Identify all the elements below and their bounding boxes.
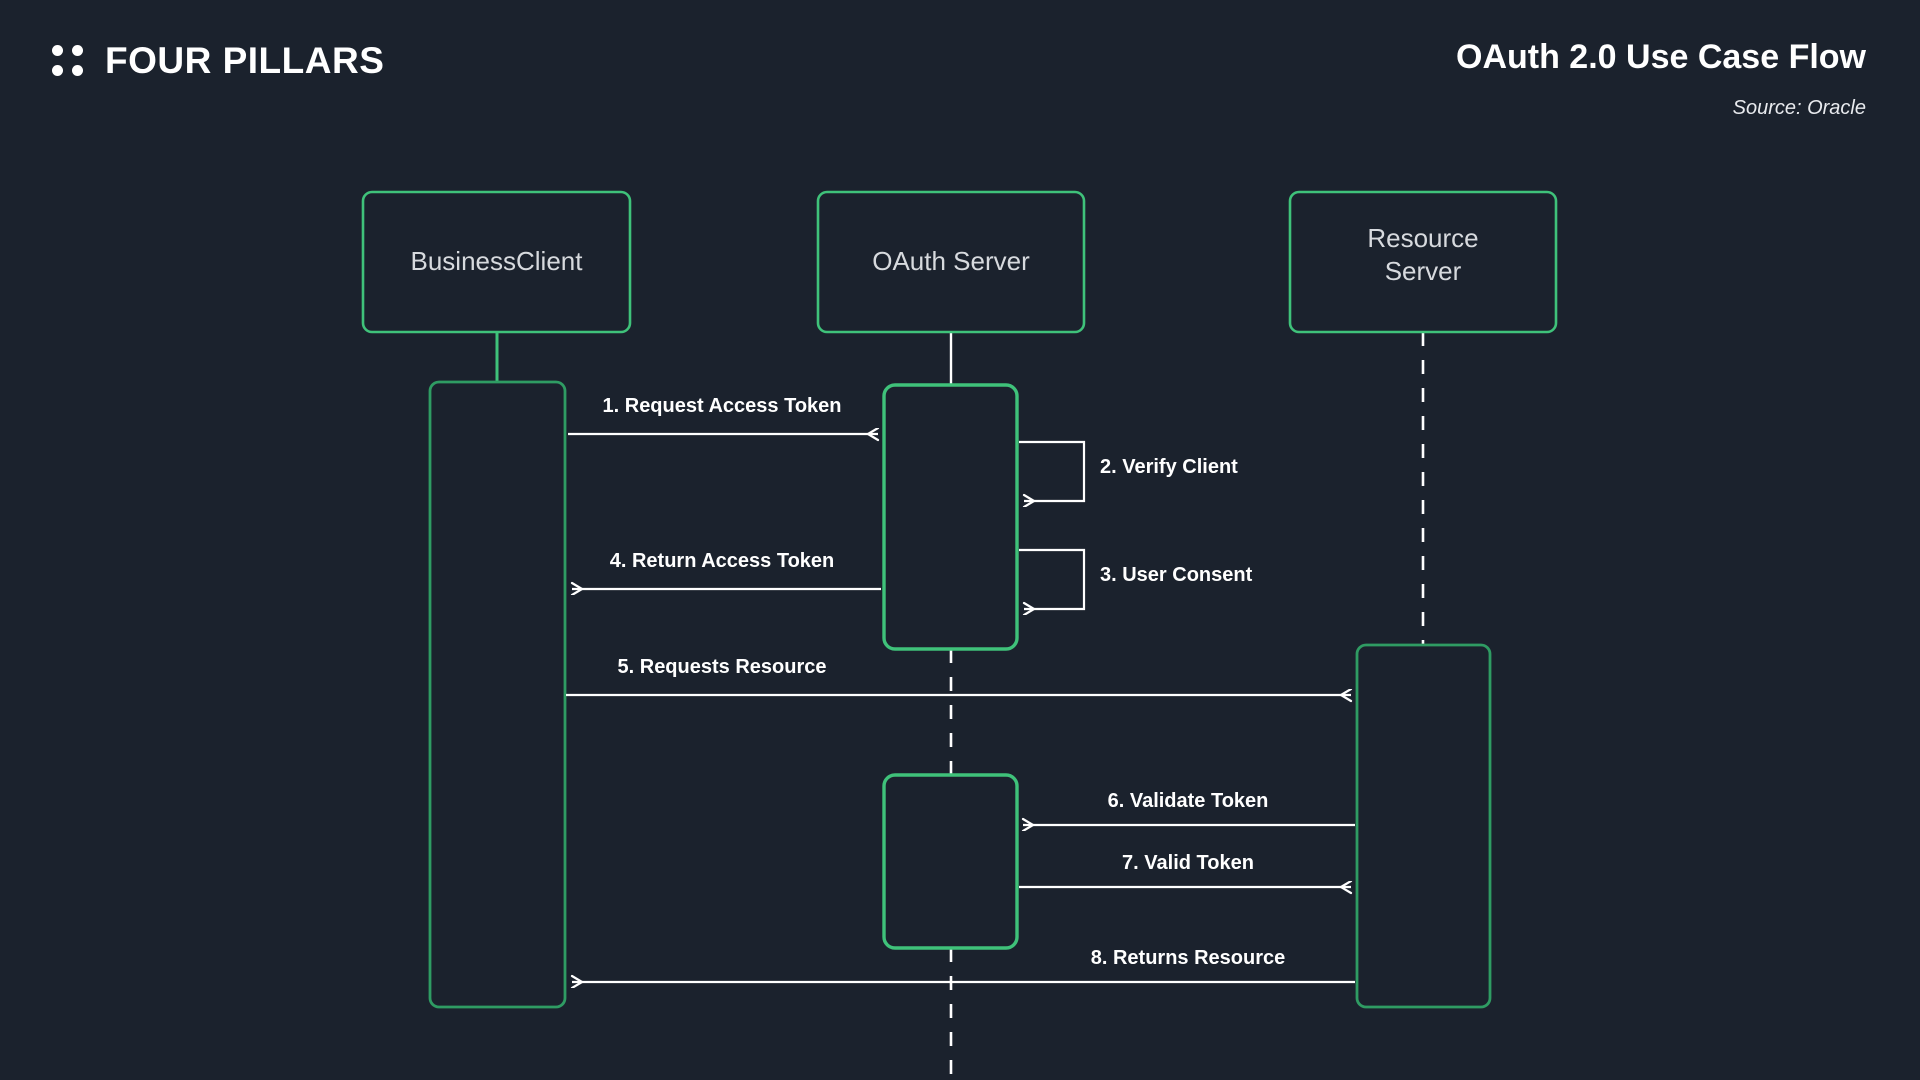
message-arrow-3 (1019, 548, 1086, 609)
brand-logo: FOUR PILLARS (52, 42, 384, 79)
message-label-5: 5. Requests Resource (617, 656, 827, 678)
participant-head-resource (1288, 190, 1558, 334)
source-caption: Source: Oracle (1732, 97, 1866, 119)
message-label-1: 1. Request Access Token (602, 395, 842, 417)
participant-head-oauth (816, 190, 1086, 334)
activation-client (428, 380, 567, 1009)
message-arrow-2 (1019, 440, 1086, 501)
participant-head-client (361, 190, 632, 334)
activation-oauth-1 (882, 383, 1019, 651)
brand-name: FOUR PILLARS (105, 40, 385, 81)
message-label-2: 2. Verify Client (1100, 456, 1238, 478)
page-title: OAuth 2.0 Use Case Flow (1456, 38, 1866, 76)
activation-resource (1355, 643, 1492, 1009)
message-label-4: 4. Return Access Token (609, 550, 835, 572)
message-label-6: 6. Validate Token (1107, 790, 1269, 812)
message-label-3: 3. User Consent (1100, 564, 1253, 586)
message-label-8: 8. Returns Resource (1090, 947, 1286, 969)
activation-oauth-2 (882, 773, 1019, 950)
message-label-7: 7. Valid Token (1122, 852, 1254, 874)
four-dots-icon (52, 45, 83, 76)
